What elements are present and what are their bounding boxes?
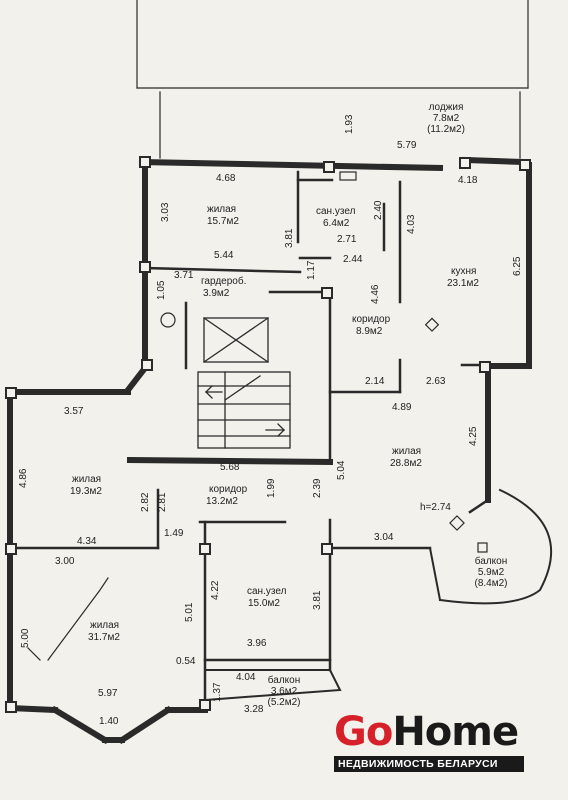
dimension: 3.81 [312,590,323,610]
dimension: 3.28 [244,704,264,715]
dimension: 3.00 [55,556,75,567]
room-area: 31.7м2 [88,632,120,643]
main-walls [6,156,532,745]
dimension: 4.03 [406,214,417,234]
room-name: жилая [392,446,422,457]
logo-wordmark: GoHome [334,710,524,754]
dimension: 2.39 [312,478,323,498]
fixtures [27,171,488,661]
dimension: 6.25 [512,256,523,276]
column-markers [5,156,531,713]
dimension: 5.97 [98,688,118,699]
stair-elevator [197,317,291,449]
dimension: 2.71 [337,234,357,245]
dimension: 1.49 [164,528,184,539]
logo-go: Go [334,709,393,755]
room-area: 3.6м2 [270,686,298,697]
dimension: 5.68 [220,462,240,473]
room-area: 3.9м2 [203,288,230,299]
room-name: гардероб. [201,276,247,287]
dimension: 2.44 [343,254,363,265]
room-area: 15.0м2 [248,598,280,609]
balcony-shapes [203,488,553,702]
room-name: коридор [209,484,248,495]
room-name: кухня [451,266,477,277]
dimension: 4.89 [392,402,412,413]
room-area: 5.9м2 [477,567,505,578]
dimension: 1.40 [99,716,119,727]
room-area: 13.2м2 [206,496,238,507]
dimension: 4.25 [468,426,479,446]
dimension: 2.63 [426,376,446,387]
dimension: 5.79 [397,140,417,151]
dimension: 5.01 [184,602,195,622]
loggia-outline [136,0,529,159]
room-area-gross: (11.2м2) [427,124,465,135]
room-area: 15.7м2 [207,216,239,227]
room-name: сан.узел [247,586,287,597]
dimension: 3.04 [374,532,394,543]
dimension: 4.04 [236,672,256,683]
logo-tagline: НЕДВИЖИМОСТЬ БЕЛАРУСИ [334,756,524,772]
room-name: жилая [207,204,237,215]
room-name: сан.узел [316,206,356,217]
room-area: 8.9м2 [356,326,383,337]
room-area-gross: (8.4м2) [474,578,508,589]
dimension: 5.04 [336,460,347,480]
room-area: 28.8м2 [390,458,422,469]
dimension: 3.96 [247,638,267,649]
dimension: 4.68 [216,173,236,184]
dimension: 2.81 [157,492,168,512]
dimension: 0.54 [176,656,196,667]
dimension: h=2.74 [420,502,451,513]
dimension: 3.81 [284,228,295,248]
dimension: 5.00 [20,628,31,648]
dimension: 4.18 [458,175,478,186]
dimension: 1.99 [266,478,277,498]
room-area: 19.3м2 [70,486,102,497]
dimension: 3.71 [174,270,194,281]
dimension: 5.44 [214,250,234,261]
logo-home: Home [392,709,519,755]
dimension: 3.03 [160,202,171,222]
room-name: жилая [90,620,120,631]
dimension: 2.14 [365,376,385,387]
dimension: 4.86 [18,468,29,488]
interior-walls [12,170,490,712]
dimension: 1.17 [306,260,317,280]
room-name: балкон [474,556,508,567]
dimension: 4.46 [370,284,381,304]
dimension: 4.34 [77,536,97,547]
dimension: 2.40 [373,200,384,220]
dimension: 1.37 [212,682,223,702]
room-area-gross: (5.2м2) [267,697,301,708]
dimension: 3.57 [64,406,84,417]
dimension: 2.82 [140,492,151,512]
room-area: 7.8м2 [432,113,460,124]
dimension: 1.05 [156,280,167,300]
room-name: лоджия [428,102,464,113]
room-name: коридор [352,314,391,325]
room-area: 6.4м2 [323,218,350,229]
room-name: балкон [267,675,301,686]
dimension: 4.22 [210,580,221,600]
room-name: жилая [72,474,102,485]
dimension: 1.93 [344,114,355,134]
gohome-logo: GoHome НЕДВИЖИМОСТЬ БЕЛАРУСИ [334,710,524,774]
room-area: 23.1м2 [447,278,479,289]
